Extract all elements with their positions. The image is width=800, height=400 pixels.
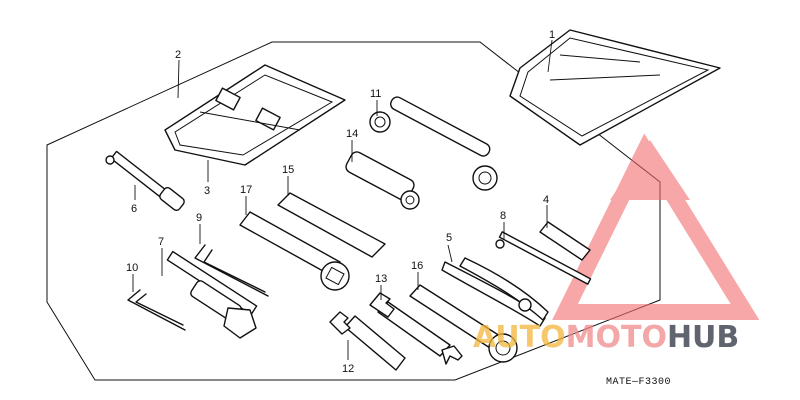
hex-key-10-part [127,289,186,331]
callout-12: 12 [342,363,354,375]
callout-15: 15 [282,164,294,176]
callout-2: 2 [175,49,181,61]
extension-bar-part [105,150,185,211]
callout-4: 4 [543,194,549,206]
callout-7: 7 [158,236,164,248]
ring-wrench-part [369,96,498,191]
socket-wrench-part [166,250,258,339]
callout-3: 3 [204,185,210,197]
watermark-hub: HUB [667,320,739,355]
open-wrench-12-part [329,311,406,371]
callout-9: 9 [196,212,202,224]
callout-14: 14 [346,128,358,140]
callout-10: 10 [126,262,138,274]
callout-11: 11 [370,88,381,100]
callout-1: 1 [549,29,555,41]
watermark-auto: AUTO [473,320,566,355]
pliers-part [441,257,549,327]
open-wrench-13-part [369,292,463,365]
spanner-17-part [239,211,350,291]
watermark-logo-icon [552,133,760,320]
callout-5: 5 [446,232,452,244]
callout-17: 17 [240,184,252,196]
callout-16: 16 [411,260,423,272]
leader-lines [132,39,553,360]
callout-6: 6 [131,203,137,215]
callout-8: 8 [500,210,506,222]
watermark-text: AUTOMOTOHUB [473,320,739,355]
diagram-code: MATE—F3300 [606,377,671,388]
watermark-moto: MOTO [566,320,667,355]
callout-13: 13 [375,273,387,285]
hex-key-9-part [194,244,269,297]
screwdriver-handle-part [345,151,420,210]
flat-tool-4-part [539,221,591,261]
tool-roll-part [164,64,346,166]
flat-bar-part [277,192,386,258]
spanner-16-part [409,284,518,363]
screwdriver-8-part [495,231,592,285]
tool-bag-part [509,29,721,146]
